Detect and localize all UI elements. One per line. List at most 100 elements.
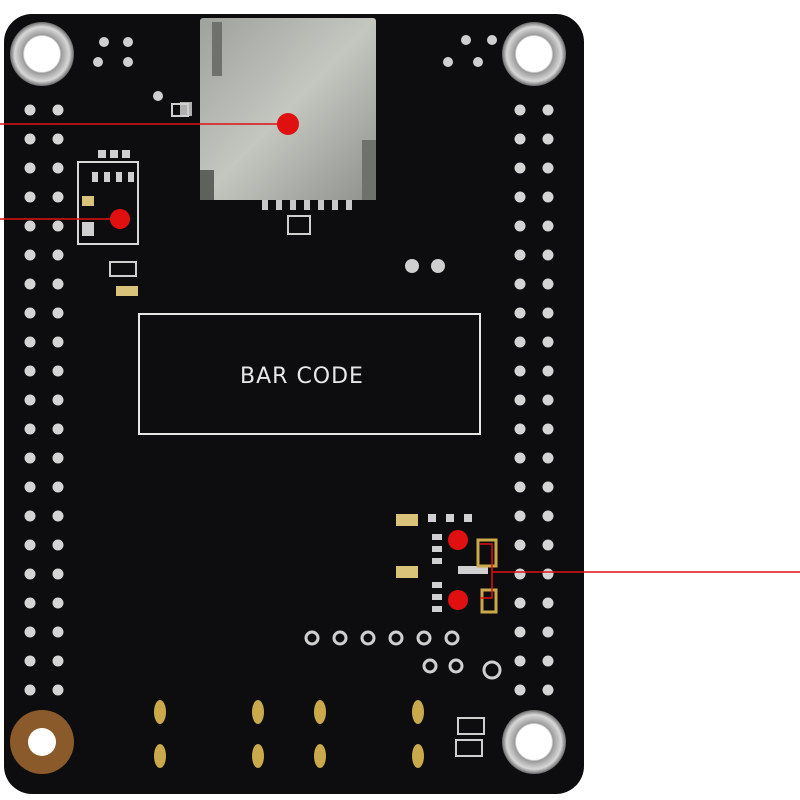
header-pin [52,626,64,638]
header-pin [52,423,64,435]
header-pin [52,307,64,319]
header-pin [52,655,64,667]
callouts [0,113,800,610]
header-pin [24,336,36,348]
connector-callout [480,543,493,599]
header-pin [542,626,554,638]
bottom-pin [360,630,376,646]
bottom-pin [422,658,438,674]
header-pin [52,336,64,348]
header-pin [24,597,36,609]
header-pin [542,133,554,145]
sd-card-slot-marker [277,113,299,135]
header-pin [52,684,64,696]
header-pin [542,452,554,464]
header-pin [24,452,36,464]
header-pin [542,568,554,580]
header-pin [542,191,554,203]
mounting-hole-top-left [10,22,74,86]
header-pin [514,481,526,493]
header-pin [52,249,64,261]
header-pin [542,336,554,348]
header-pin [542,394,554,406]
header-pin [24,191,36,203]
bottom-pin [444,630,460,646]
header-pin [542,162,554,174]
header-pin [542,307,554,319]
left-header-pins [24,104,64,696]
header-pin [542,510,554,522]
header-pin [52,568,64,580]
right-header-pins [514,104,554,696]
header-pin [542,365,554,377]
header-pin [514,655,526,667]
barcode-box: BAR CODE [138,313,481,435]
header-pin [542,104,554,116]
header-pin [542,423,554,435]
header-pin [542,597,554,609]
header-pin [24,568,36,580]
header-pin [514,423,526,435]
header-pin [24,104,36,116]
header-pin [514,597,526,609]
bottom-pin [448,658,464,674]
header-pin [514,278,526,290]
header-pin [514,307,526,319]
header-pin [542,249,554,261]
header-pin [24,539,36,551]
header-pin [514,336,526,348]
header-pin [52,481,64,493]
connector-marker-2 [448,590,468,610]
bottom-pin-row [304,630,464,674]
barcode-label: BAR CODE [240,364,364,389]
header-pin [24,365,36,377]
header-pin [24,626,36,638]
header-pin [24,278,36,290]
header-pin [514,452,526,464]
right-component-cluster [396,514,498,757]
header-pin [542,539,554,551]
header-pin [542,684,554,696]
header-pin [52,162,64,174]
sd-card-slot [180,18,376,235]
header-pin [514,510,526,522]
header-pin [514,220,526,232]
bottom-gold-pads [154,660,502,768]
connector-marker-1 [448,530,468,550]
mounting-holes [10,22,566,774]
header-pin [542,481,554,493]
header-pin [52,365,64,377]
header-pin [24,307,36,319]
header-pin [24,249,36,261]
header-pin [52,191,64,203]
header-pin [24,423,36,435]
header-pin [514,133,526,145]
header-pin [52,539,64,551]
bottom-pin [332,630,348,646]
header-pin [52,510,64,522]
header-pin [514,162,526,174]
mounting-hole-bottom-right [502,710,566,774]
left-chip-area [77,103,189,296]
header-pin [52,452,64,464]
bottom-pin [304,630,320,646]
header-pin [52,278,64,290]
header-pin [514,626,526,638]
header-pin [24,220,36,232]
top-vias [93,35,497,101]
bottom-pin [416,630,432,646]
header-pin [514,104,526,116]
header-pin [542,655,554,667]
chip-marker [110,209,130,229]
header-pin [514,365,526,377]
header-pin [514,568,526,580]
header-pin [514,249,526,261]
header-pin [24,133,36,145]
header-pin [52,133,64,145]
header-pin [514,539,526,551]
header-pin [24,655,36,667]
header-pin [24,162,36,174]
header-pin [52,220,64,232]
